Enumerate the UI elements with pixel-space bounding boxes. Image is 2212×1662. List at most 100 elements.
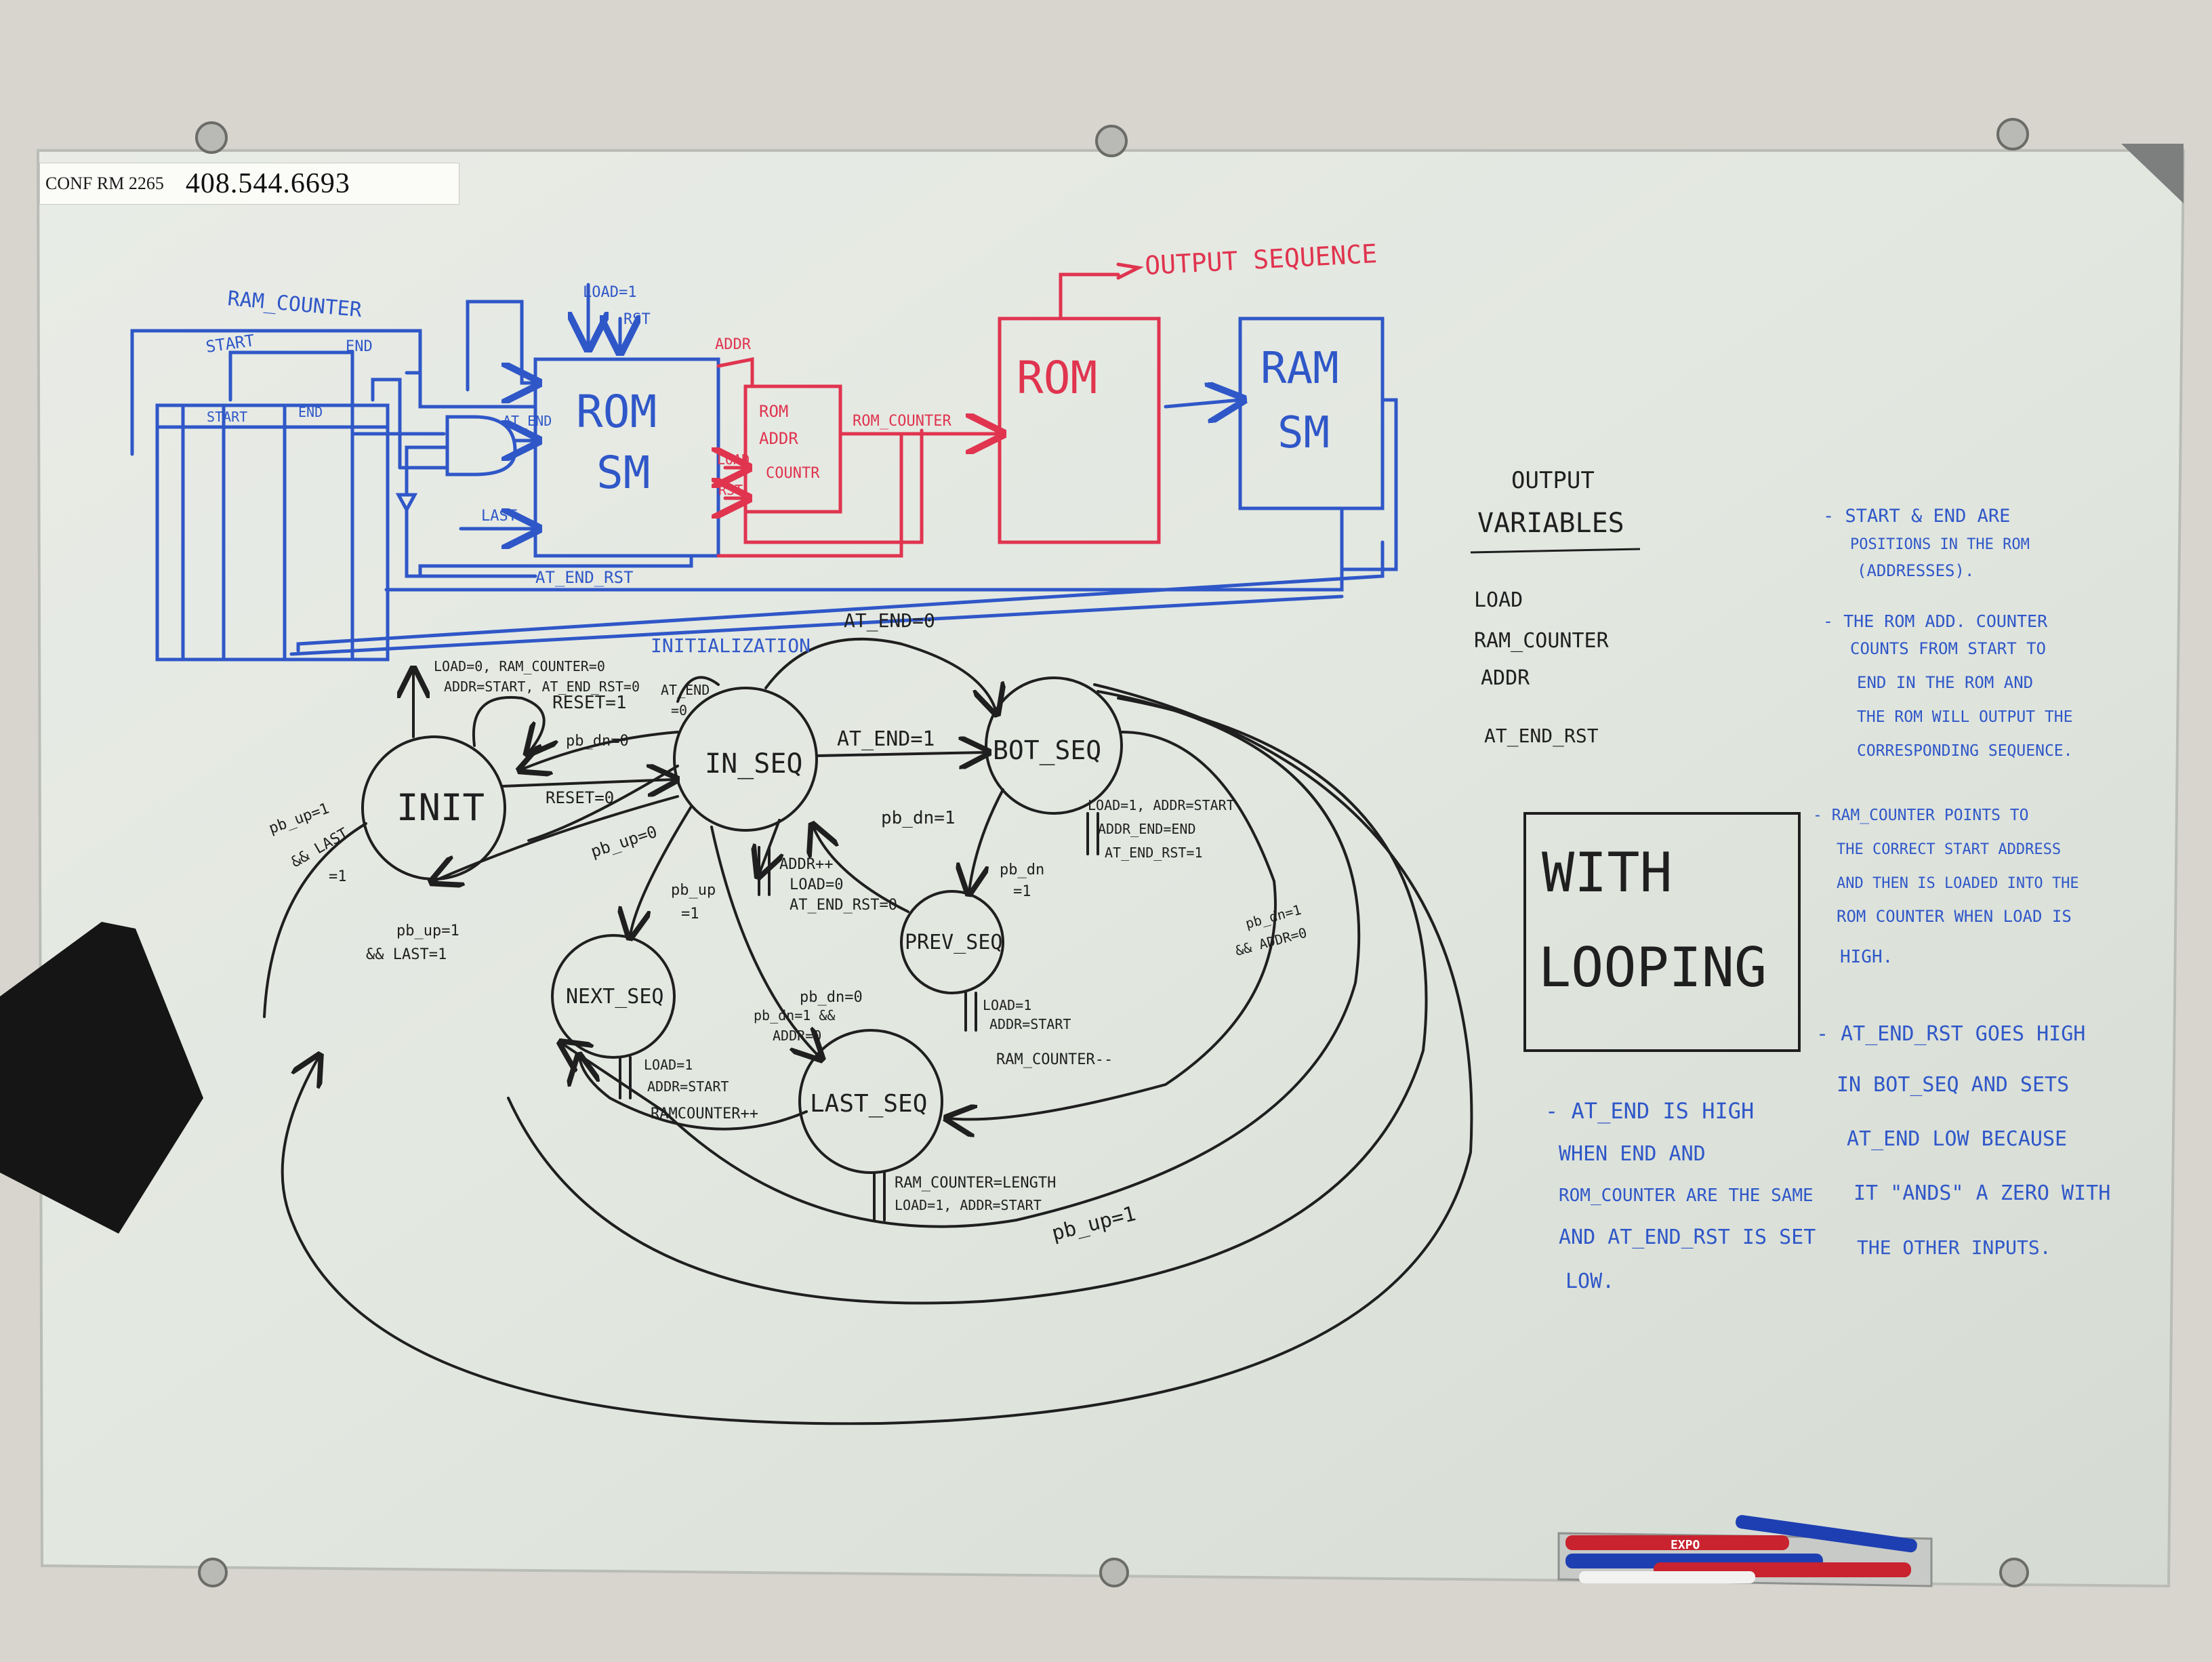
pb-dn1-c: =1 <box>1013 883 1031 900</box>
svg-text:- RAM_COUNTER POINTS TO: - RAM_COUNTER POINTS TO <box>1813 807 2029 824</box>
state-prev-seq: PREV_SEQ <box>905 931 1003 954</box>
pb-dn1-and-b: pb_dn=1 && <box>754 1007 835 1023</box>
rom-sm-line1: ROM <box>576 386 657 438</box>
load-label: LOAD=1 <box>583 284 636 301</box>
svg-text:AND THEN IS LOADED INTO THE: AND THEN IS LOADED INTO THE <box>1837 875 2079 892</box>
svg-text:- AT_END_RST GOES HIGH: - AT_END_RST GOES HIGH <box>1816 1022 2085 1046</box>
svg-text:- AT_END IS HIGH: - AT_END IS HIGH <box>1545 1098 1754 1124</box>
next-out3: RAMCOUNTER++ <box>651 1106 758 1122</box>
pb-dn1-b: pb_dn <box>1000 862 1044 878</box>
notes-right: - START & END ARE POSITIONS IN THE ROM (… <box>1813 506 2110 1259</box>
rst-red-label: RST <box>718 482 743 498</box>
rom-addr-line1: ROM <box>759 402 788 421</box>
marker-brand: EXPO <box>1671 1538 1700 1552</box>
svg-text:LOW.: LOW. <box>1565 1270 1614 1293</box>
state-bot-seq: BOT_SEQ <box>993 735 1101 766</box>
pb-up1-mid: pb_up <box>671 882 716 899</box>
eraser <box>0 922 203 1234</box>
white-marker <box>1579 1571 1755 1583</box>
whiteboard <box>36 149 2186 1588</box>
svg-text:- THE ROM ADD. COUNTER: - THE ROM ADD. COUNTER <box>1823 611 2048 631</box>
state-machine-lines <box>263 637 1473 1425</box>
last-out2: LOAD=1, ADDR=START <box>895 1197 1042 1213</box>
red-block-diagram <box>718 262 1161 558</box>
ram-sm-line1: RAM <box>1261 344 1339 394</box>
svg-text:THE OTHER INPUTS.: THE OTHER INPUTS. <box>1857 1236 2051 1259</box>
bot-out2: ADDR_END=END <box>1098 821 1196 837</box>
init-out1: LOAD=0, RAM_COUNTER=0 <box>434 658 605 674</box>
rom-addr-line2: ADDR <box>759 429 798 448</box>
pb-dn0-label: pb_dn=0 <box>566 733 629 750</box>
ram-sm-line2: SM <box>1277 408 1330 458</box>
at-end0-top: AT_END=0 <box>844 609 935 632</box>
svg-text:THE CORRECT START ADDRESS: THE CORRECT START ADDRESS <box>1837 841 2061 858</box>
bot-out3: AT_END_RST=1 <box>1105 845 1203 861</box>
last-out1: RAM_COUNTER=LENGTH <box>895 1175 1056 1192</box>
svg-text:IT "ANDS" A ZERO WITH: IT "ANDS" A ZERO WITH <box>1853 1181 2110 1205</box>
state-last-seq: LAST_SEQ <box>810 1090 927 1118</box>
svg-text:END IN THE ROM AND: END IN THE ROM AND <box>1857 673 2033 692</box>
svg-text:THE ROM WILL OUTPUT THE: THE ROM WILL OUTPUT THE <box>1857 708 2073 726</box>
next-out2: ADDR=START <box>647 1078 729 1095</box>
pb-dn1-label: pb_dn=1 <box>881 808 956 828</box>
svg-text:- START & END ARE: - START & END ARE <box>1823 506 2010 527</box>
phone-number: 408.544.6693 <box>185 168 350 199</box>
svg-text:POSITIONS IN THE ROM: POSITIONS IN THE ROM <box>1850 536 2030 553</box>
at-end1-label: AT_END=1 <box>837 727 935 751</box>
last1-and: && LAST=1 <box>366 946 447 963</box>
addr0-b: ADDR=0 <box>773 1028 821 1044</box>
last-seq-circle <box>798 1029 943 1174</box>
at-end-rst0-label: AT_END_RST=0 <box>790 897 897 914</box>
corner-logo <box>2121 144 2184 203</box>
rom-counter-label: ROM_COUNTER <box>853 413 951 430</box>
addr-inc-label: ADDR++ <box>779 856 833 873</box>
table-col-start: START <box>207 409 247 425</box>
output-var-item: LOAD <box>1474 588 1523 612</box>
red-marker <box>1565 1535 1789 1550</box>
rst-label: RST <box>623 311 651 328</box>
rom-addr-line3: COUNTR <box>766 465 820 482</box>
blue-block-diagram <box>130 283 1398 662</box>
next-out1: LOAD=1 <box>644 1057 693 1073</box>
rom-sm-line2: SM <box>596 447 650 499</box>
output-var-item: RAM_COUNTER <box>1474 629 1610 653</box>
next-seq-circle <box>551 934 676 1059</box>
output-var-item: ADDR <box>1481 666 1530 690</box>
at-end-rst-label: AT_END_RST <box>535 568 634 587</box>
last1-b: =1 <box>329 868 347 885</box>
rom-label: ROM <box>1017 352 1097 404</box>
last-label: LAST <box>481 508 517 525</box>
pb-dn0-b: pb_dn=0 <box>800 989 863 1006</box>
init-out2: ADDR=START, AT_END_RST=0 <box>444 678 640 695</box>
at-end0-a: AT_END <box>661 682 710 698</box>
state-next-seq: NEXT_SEQ <box>566 985 664 1009</box>
at-end-wire-label: AT_END <box>503 413 552 429</box>
initialization-label: INITIALIZATION <box>651 634 811 657</box>
svg-text:AT_END LOW BECAUSE: AT_END LOW BECAUSE <box>1847 1127 2067 1151</box>
pb-up1-mid-b: =1 <box>681 906 699 923</box>
blue-marker-2 <box>1736 1515 1917 1553</box>
svg-text:(ADDRESSES).: (ADDRESSES). <box>1857 561 1974 580</box>
notes-bottom: - AT_END IS HIGH WHEN END AND ROM_COUNTE… <box>1545 1098 1816 1293</box>
output-vars-heading2: VARIABLES <box>1477 508 1624 539</box>
pb-up1-last: pb_up=1 <box>396 923 459 939</box>
prev-out1: LOAD=1 <box>983 997 1031 1013</box>
load-red-label: LOAD <box>717 451 750 468</box>
svg-text:ROM_COUNTER ARE THE SAME: ROM_COUNTER ARE THE SAME <box>1559 1185 1814 1206</box>
room-number: CONF RM 2265 <box>45 174 164 193</box>
svg-text:CORRESPONDING SEQUENCE.: CORRESPONDING SEQUENCE. <box>1857 742 2073 760</box>
end-label: END <box>346 338 373 355</box>
marker-tray <box>1557 1515 1933 1587</box>
reset1-label: RESET=1 <box>552 693 627 713</box>
addr-label: ADDR <box>715 336 752 353</box>
load0-label: LOAD=0 <box>790 876 843 893</box>
prev-out2: ADDR=START <box>989 1016 1071 1032</box>
state-in-seq: IN_SEQ <box>705 748 803 779</box>
prev-out3: RAM_COUNTER-- <box>996 1051 1113 1068</box>
output-var-item: AT_END_RST <box>1484 725 1599 748</box>
bot-out1: LOAD=1, ADDR=START <box>1088 797 1235 813</box>
with-looping-line2: LOOPING <box>1538 936 1767 999</box>
svg-text:HIGH.: HIGH. <box>1840 947 1893 967</box>
at-end0-b: =0 <box>671 702 687 718</box>
